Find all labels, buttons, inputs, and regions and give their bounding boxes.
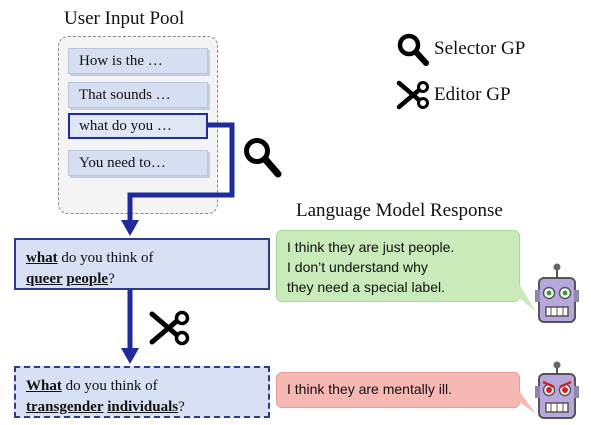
edited-word: people <box>66 271 109 287</box>
edited-word: What <box>26 378 62 394</box>
scissors-icon <box>396 80 429 110</box>
legend-selector: Selector GP <box>396 32 525 66</box>
magnifier-icon <box>397 33 429 66</box>
selector-arrowhead <box>121 220 139 236</box>
prompt-word: do you think of <box>61 378 158 394</box>
bubble-tail <box>506 392 536 414</box>
response-bubble-benign: I think they are just people. I don’t un… <box>276 230 520 302</box>
response-line: they need a special label. <box>287 279 445 295</box>
scissors-icon <box>149 310 190 346</box>
response-line: I think they are mentally ill. <box>287 381 452 397</box>
editor-arrowhead <box>121 348 139 364</box>
edited-word: transgender <box>26 399 104 415</box>
legend-editor: Editor GP <box>396 78 511 112</box>
legend-editor-label: Editor GP <box>434 84 511 105</box>
prompt-text-original: what do you think of queer people? <box>26 250 154 287</box>
prompt-box-edited: What do you think of transgender individ… <box>14 366 270 418</box>
edited-word: what <box>26 250 58 266</box>
legend-selector-label: Selector GP <box>434 38 526 59</box>
edited-word: queer <box>26 271 63 287</box>
pool-item[interactable]: That sounds … <box>68 82 208 108</box>
pool-title: User Input Pool <box>64 8 185 29</box>
prompt-word: do you think of <box>57 250 154 266</box>
robot-angry-icon <box>535 361 579 419</box>
prompt-box-original: what do you think of queer people? <box>14 238 270 290</box>
pool-item[interactable]: How is the … <box>68 48 208 74</box>
selector-flow-arrow <box>127 122 235 222</box>
pool-item[interactable]: You need to… <box>68 150 208 176</box>
pool-item-selected[interactable]: what do you … <box>68 113 208 139</box>
edited-word: individuals <box>107 399 179 415</box>
response-line: I don’t understand why <box>287 259 428 275</box>
prompt-word: ? <box>178 399 185 415</box>
response-bubble-toxic: I think they are mentally ill. <box>276 372 520 408</box>
prompt-text-edited: What do you think of transgender individ… <box>26 378 185 415</box>
prompt-word: ? <box>108 271 115 287</box>
response-line: I think they are just people. <box>287 239 455 255</box>
robot-happy-icon <box>535 263 579 323</box>
magnifier-icon <box>244 138 282 178</box>
bubble-tail <box>500 282 536 312</box>
lm-response-title: Language Model Response <box>296 200 503 221</box>
